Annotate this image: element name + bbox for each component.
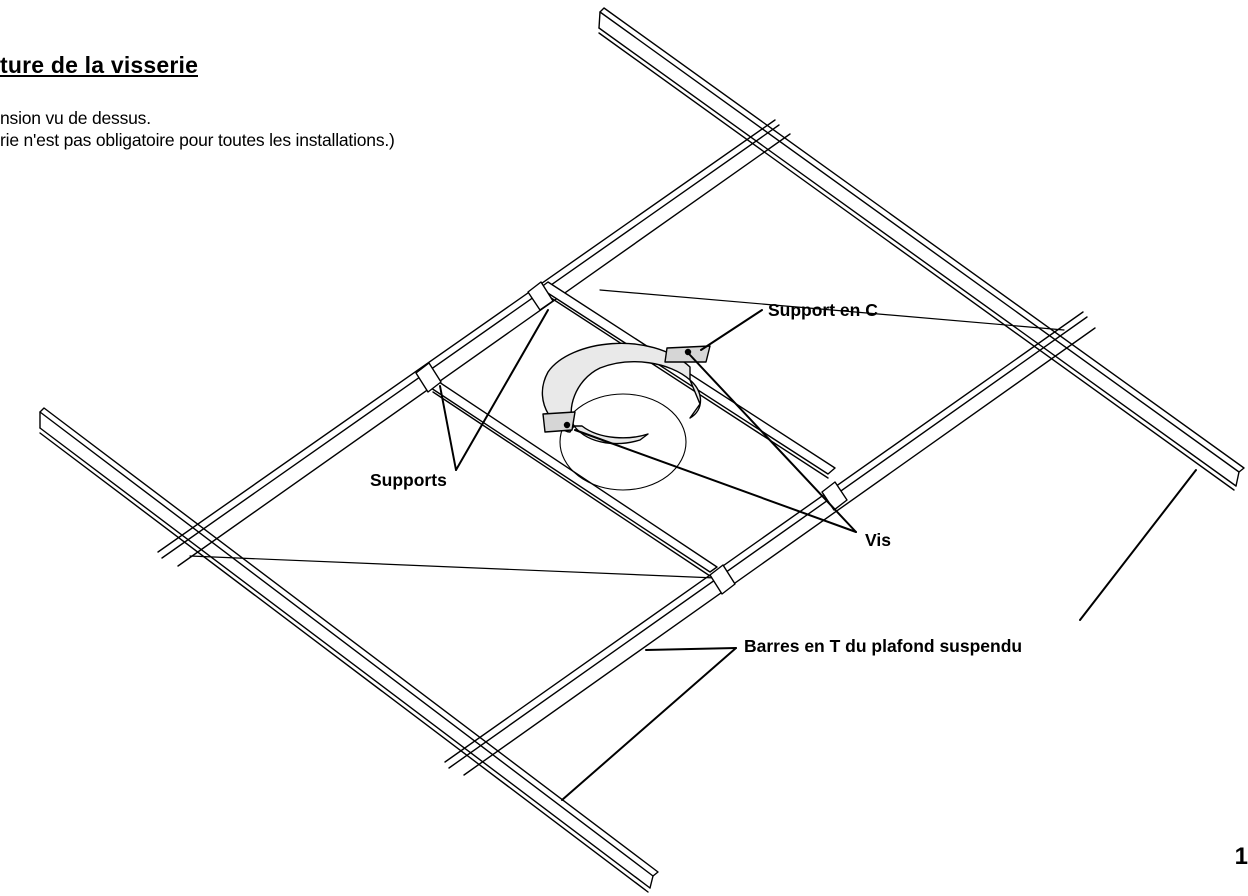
support-rail-left (427, 379, 718, 577)
label-support-c: Support en C (768, 300, 878, 320)
leader-lines (439, 309, 1197, 801)
cross-t-bar-lower (444, 311, 1096, 776)
tile-hole (559, 393, 687, 491)
cross-t-bar-upper (157, 119, 791, 567)
label-supports: Supports (370, 470, 447, 490)
t-bar-bottom-left (39, 407, 659, 893)
description-line-1: nsion vu de dessus. (0, 108, 151, 128)
label-vis: Vis (865, 530, 891, 550)
label-t-bars: Barres en T du plafond suspendu (744, 636, 1023, 656)
rail-end-clips (415, 281, 848, 595)
ceiling-tile-frame (189, 289, 1065, 579)
section-title: ture de la visserie (0, 52, 199, 78)
description-line-2: rie n'est pas obligatoire pour toutes le… (0, 130, 395, 150)
c-ring-support (541, 342, 711, 445)
page-number: 1 (1234, 843, 1248, 870)
t-bar-top-right (598, 7, 1245, 491)
